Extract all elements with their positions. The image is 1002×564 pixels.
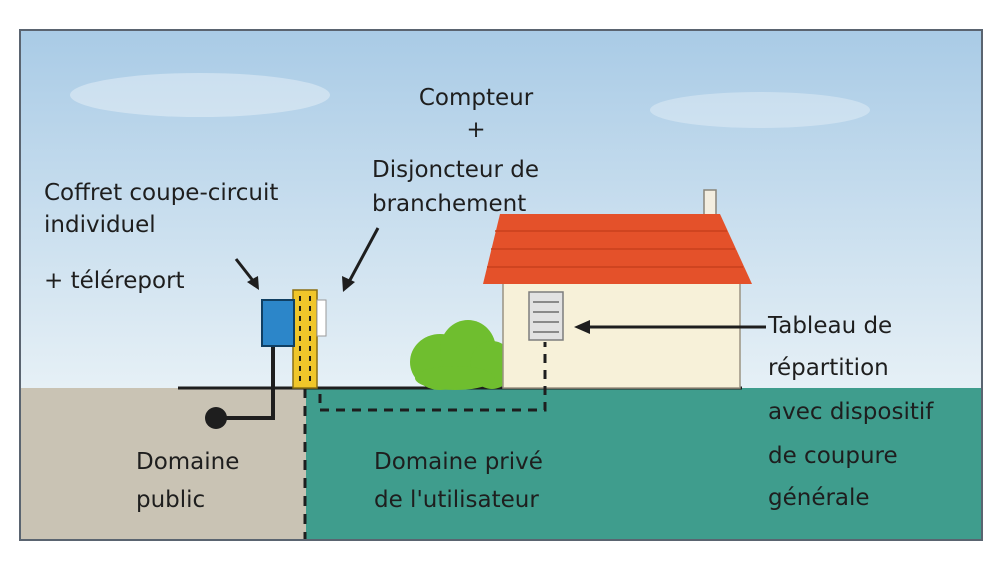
label-tableau-line5: générale [768,485,870,511]
label-plus: + [466,117,486,143]
label-domaine-public-line2: public [136,487,206,513]
label-disjoncteur-line2: branchement [372,191,527,217]
ground-public [21,388,306,539]
cloud [70,73,330,117]
label-domaine-public-line1: Domaine [136,449,240,475]
ground-private [306,388,981,539]
meter-box [316,299,327,337]
chimney [703,189,717,219]
label-disjoncteur-line1: Disjoncteur de [372,157,540,183]
label-coffret-line1: Coffret coupe-circuit [44,180,279,206]
arrow-disjoncteur [342,227,380,292]
label-compteur: Compteur [418,85,534,111]
network-connection-dot [205,407,227,429]
label-domaine-prive-line2: de l'utilisateur [374,487,539,513]
label-tableau-line4: de coupure [768,443,898,469]
private-cable [318,342,547,412]
label-tableau-line1: Tableau de [768,313,893,339]
arrow-coffret [234,258,259,290]
label-coffret-line2: individuel [44,212,156,238]
sky [21,31,981,388]
label-telereport: + téléreport [44,268,185,294]
cloud [650,92,870,128]
arrow-tableau [574,320,766,334]
label-tableau-line2: répartition [768,355,889,381]
coffret-box [261,299,295,347]
label-domaine-prive-line1: Domaine privé [374,449,543,475]
label-tableau-line3: avec dispositif [768,399,934,425]
public-cable [218,345,275,420]
meter-post [292,289,327,389]
tableau-panel [528,291,564,341]
